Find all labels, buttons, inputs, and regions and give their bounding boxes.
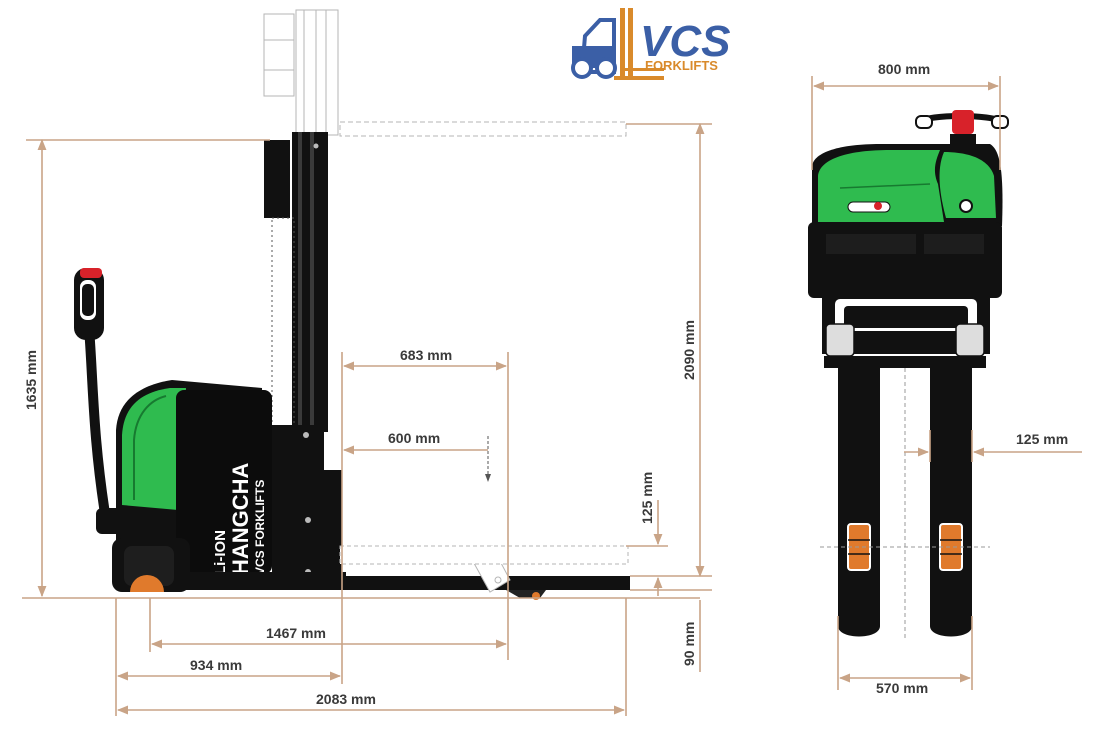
vcs-forklifts-logo: VCS FORKLIFTS bbox=[571, 8, 730, 80]
dim-label-600: 600 mm bbox=[388, 430, 440, 446]
front-view-truck bbox=[808, 110, 1009, 640]
dim-label-934: 934 mm bbox=[190, 657, 242, 673]
dim-label-800: 800 mm bbox=[878, 61, 930, 77]
truck-body: Li-ION HANGCHA VCS FORKLIFTS bbox=[116, 380, 342, 585]
maker-label: HANGCHA bbox=[228, 462, 253, 575]
dim-label-570: 570 mm bbox=[876, 680, 928, 696]
front-view-dimensions: 800 mm 125 mm 570 mm bbox=[811, 61, 1082, 696]
logo-brand-main: VCS bbox=[640, 17, 730, 66]
front-forks bbox=[820, 368, 990, 640]
dim-label-90: 90 mm bbox=[681, 622, 697, 666]
mast bbox=[264, 132, 328, 432]
drive-wheel-icon bbox=[130, 575, 164, 592]
dim-label-2090: 2090 mm bbox=[681, 320, 697, 380]
dim-label-2083: 2083 mm bbox=[316, 691, 376, 707]
dim-label-125-side: 125 mm bbox=[639, 472, 655, 524]
logo-brand-sub: FORKLIFTS bbox=[645, 58, 718, 73]
side-view-dimensions: 1635 mm 2090 mm 683 mm 600 mm 125 mm 90 … bbox=[22, 122, 712, 716]
dim-label-1467: 1467 mm bbox=[266, 625, 326, 641]
emergency-button-icon bbox=[80, 268, 102, 278]
left-fork bbox=[838, 368, 880, 637]
side-view-truck: Li-ION HANGCHA VCS FORKLIFTS bbox=[74, 9, 630, 600]
right-fork bbox=[930, 368, 972, 637]
front-emergency-button-icon bbox=[952, 110, 974, 134]
right-fork-roller-icon bbox=[939, 523, 963, 571]
drive-base bbox=[112, 538, 630, 600]
forklift-logo-icon bbox=[571, 8, 664, 80]
dim-label-683: 683 mm bbox=[400, 347, 452, 363]
front-handle bbox=[915, 110, 1009, 148]
battery-label: Li-ION bbox=[212, 530, 229, 575]
dim-label-125-front: 125 mm bbox=[1016, 431, 1068, 447]
dealer-label: VCS FORKLIFTS bbox=[253, 480, 267, 575]
raised-forks-ghost bbox=[263, 9, 627, 137]
dim-label-1635: 1635 mm bbox=[23, 350, 39, 410]
